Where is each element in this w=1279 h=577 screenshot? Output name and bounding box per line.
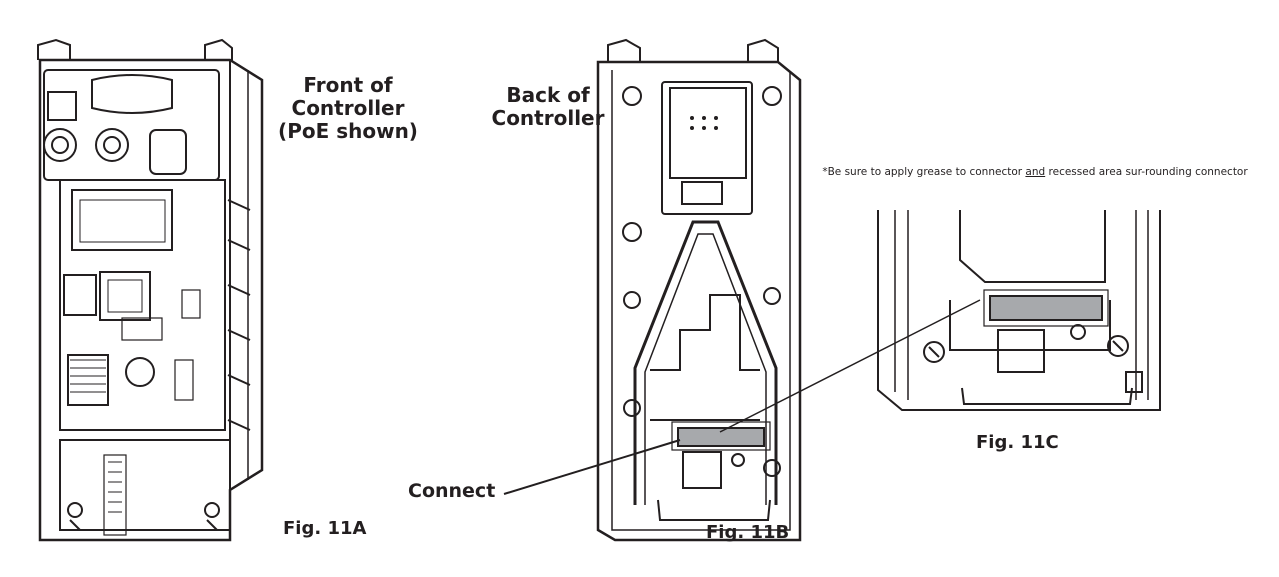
note-underlined-text: and — [1025, 166, 1046, 178]
label-line: (PoE shown) — [278, 119, 418, 143]
back-of-controller-label: Back of Controller — [488, 84, 608, 130]
note-text: recessed area sur-rounding connector — [1045, 166, 1248, 178]
fig-11a-caption: Fig. 11A — [283, 518, 367, 539]
label-line: Front of — [303, 73, 393, 97]
fig-11c-caption: Fig. 11C — [976, 432, 1059, 453]
connect-callout: Connect — [408, 480, 496, 502]
front-of-controller-label: Front of Controller (PoE shown) — [268, 74, 428, 143]
grease-note: *Be sure to apply grease to connector an… — [820, 166, 1250, 178]
label-line: Controller — [291, 96, 405, 120]
label-line: Controller — [491, 106, 605, 130]
note-text: *Be sure to apply grease to connector — [822, 166, 1026, 178]
fig-11b-caption: Fig. 11B — [706, 522, 790, 543]
label-line: Back of — [506, 83, 590, 107]
